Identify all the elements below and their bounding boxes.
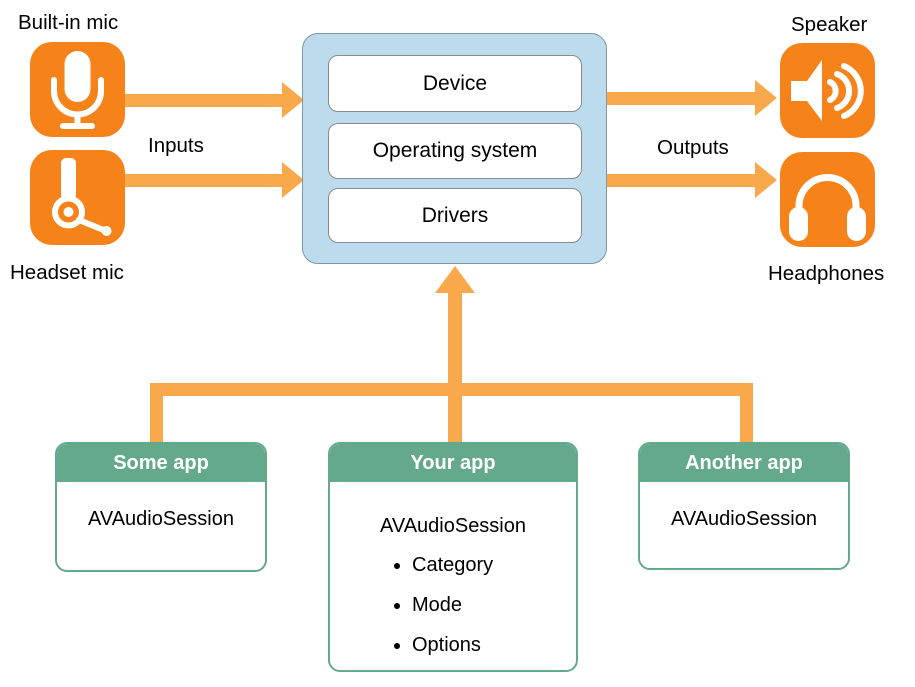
arrow-head-icon: [755, 80, 777, 116]
arrow-body: [607, 92, 755, 105]
app-card-your-app: Your app AVAudioSession Category Mode Op…: [328, 442, 578, 672]
built-in-mic-icon: [30, 42, 125, 137]
app-card-header: Your app: [330, 444, 576, 482]
headphones-glyph: [789, 174, 866, 241]
arrow-body: [607, 174, 755, 187]
layer-device: Device: [328, 55, 582, 112]
headset-mic-label: Headset mic: [10, 261, 124, 284]
avaudiosession-label: AVAudioSession: [379, 515, 526, 537]
app-card-some-app: Some app AVAudioSession: [55, 442, 267, 572]
layer-drivers: Drivers: [328, 188, 582, 243]
avaudiosession-label: AVAudioSession: [670, 508, 817, 530]
app-card-header: Some app: [57, 444, 265, 482]
inputs-label: Inputs: [148, 134, 204, 157]
bullet-item: Category: [412, 554, 576, 577]
outputs-label: Outputs: [657, 136, 729, 159]
bullet-item: Mode: [412, 594, 576, 617]
arrow-body: [125, 94, 282, 107]
headphones-label: Headphones: [768, 262, 885, 285]
connector-branch-left: [150, 383, 163, 443]
avaudiosession-label: AVAudioSession: [87, 508, 234, 530]
arrow-head-icon: [282, 162, 304, 198]
connector-trunk: [150, 383, 753, 396]
layer-operating-system: Operating system: [328, 123, 582, 179]
arrow-head-icon: [282, 82, 304, 118]
mic-glyph: [51, 51, 104, 129]
built-in-mic-label: Built-in mic: [18, 11, 119, 34]
speaker-glyph: [791, 60, 864, 121]
arrow-body: [125, 174, 282, 187]
headset-glyph: [52, 158, 112, 236]
app-card-header: Another app: [640, 444, 848, 482]
app-card-another-app: Another app AVAudioSession: [638, 442, 850, 570]
headphones-icon: [780, 152, 875, 247]
speaker-label: Speaker: [791, 13, 868, 36]
connector-branch-right: [740, 383, 753, 443]
session-properties-list: Category Mode Options: [394, 554, 576, 670]
bullet-item: Options: [412, 634, 576, 657]
connector-vertical-center: [448, 293, 462, 443]
arrow-head-icon: [755, 162, 777, 198]
arrow-head-up-icon: [435, 266, 475, 293]
headset-mic-icon: [30, 150, 125, 245]
speaker-icon: [780, 43, 875, 138]
